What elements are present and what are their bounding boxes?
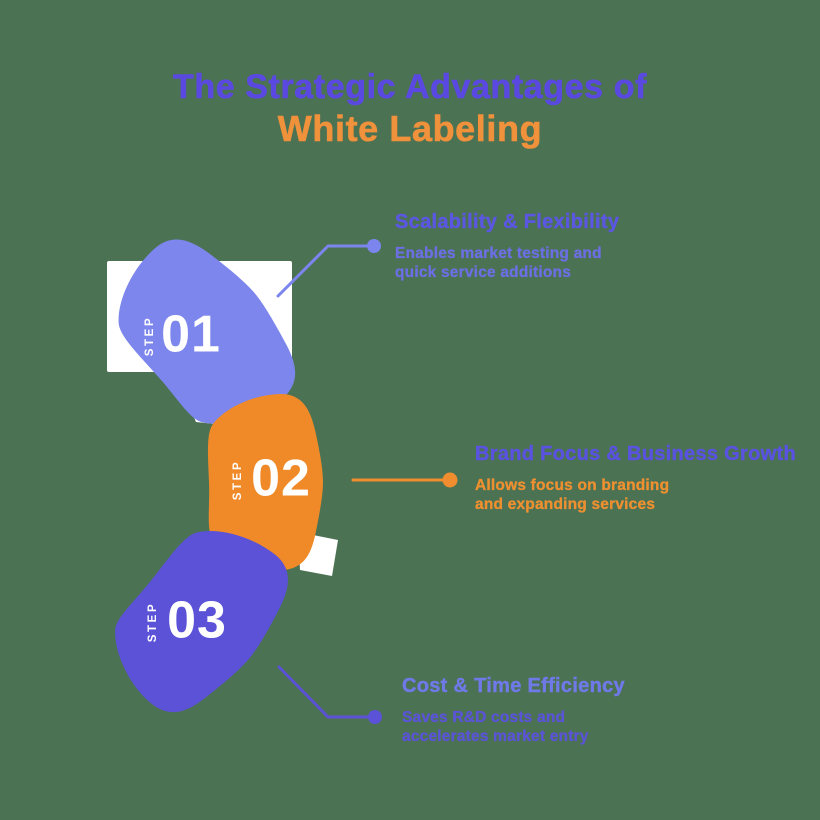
step-1-heading: Scalability & Flexibility [395,211,620,233]
step-3-label: STEP [147,601,159,643]
step-1-description: Enables market testing and quick service… [395,245,602,281]
step-3-number: 03 [167,591,227,650]
connector-dot-3 [368,710,382,724]
step-2-heading: Brand Focus & Business Growth [475,443,796,465]
page-title-line-2: White Labeling [277,108,543,150]
connector-dot-1 [367,239,381,253]
step-1-label: STEP [144,315,156,357]
step-3-heading: Cost & Time Efficiency [402,675,625,697]
step-2-label: STEP [232,459,244,501]
step-2-description: Allows focus on branding and expanding s… [475,477,670,513]
step-3-callout: Cost & Time Efficiency Saves R&D costs a… [402,675,625,746]
page-title-line-1: The Strategic Advantages of [172,68,648,107]
step-3-description: Saves R&D costs and accelerates market e… [402,709,589,745]
connector-line-3 [277,665,370,719]
step-1-number: 01 [161,305,221,364]
connector-line-1 [276,244,370,298]
step-2-number: 02 [251,449,311,508]
step-1-callout: Scalability & Flexibility Enables market… [395,211,619,282]
step-2-callout: Brand Focus & Business Growth Allows foc… [475,443,796,514]
connector-dot-2 [442,472,458,488]
